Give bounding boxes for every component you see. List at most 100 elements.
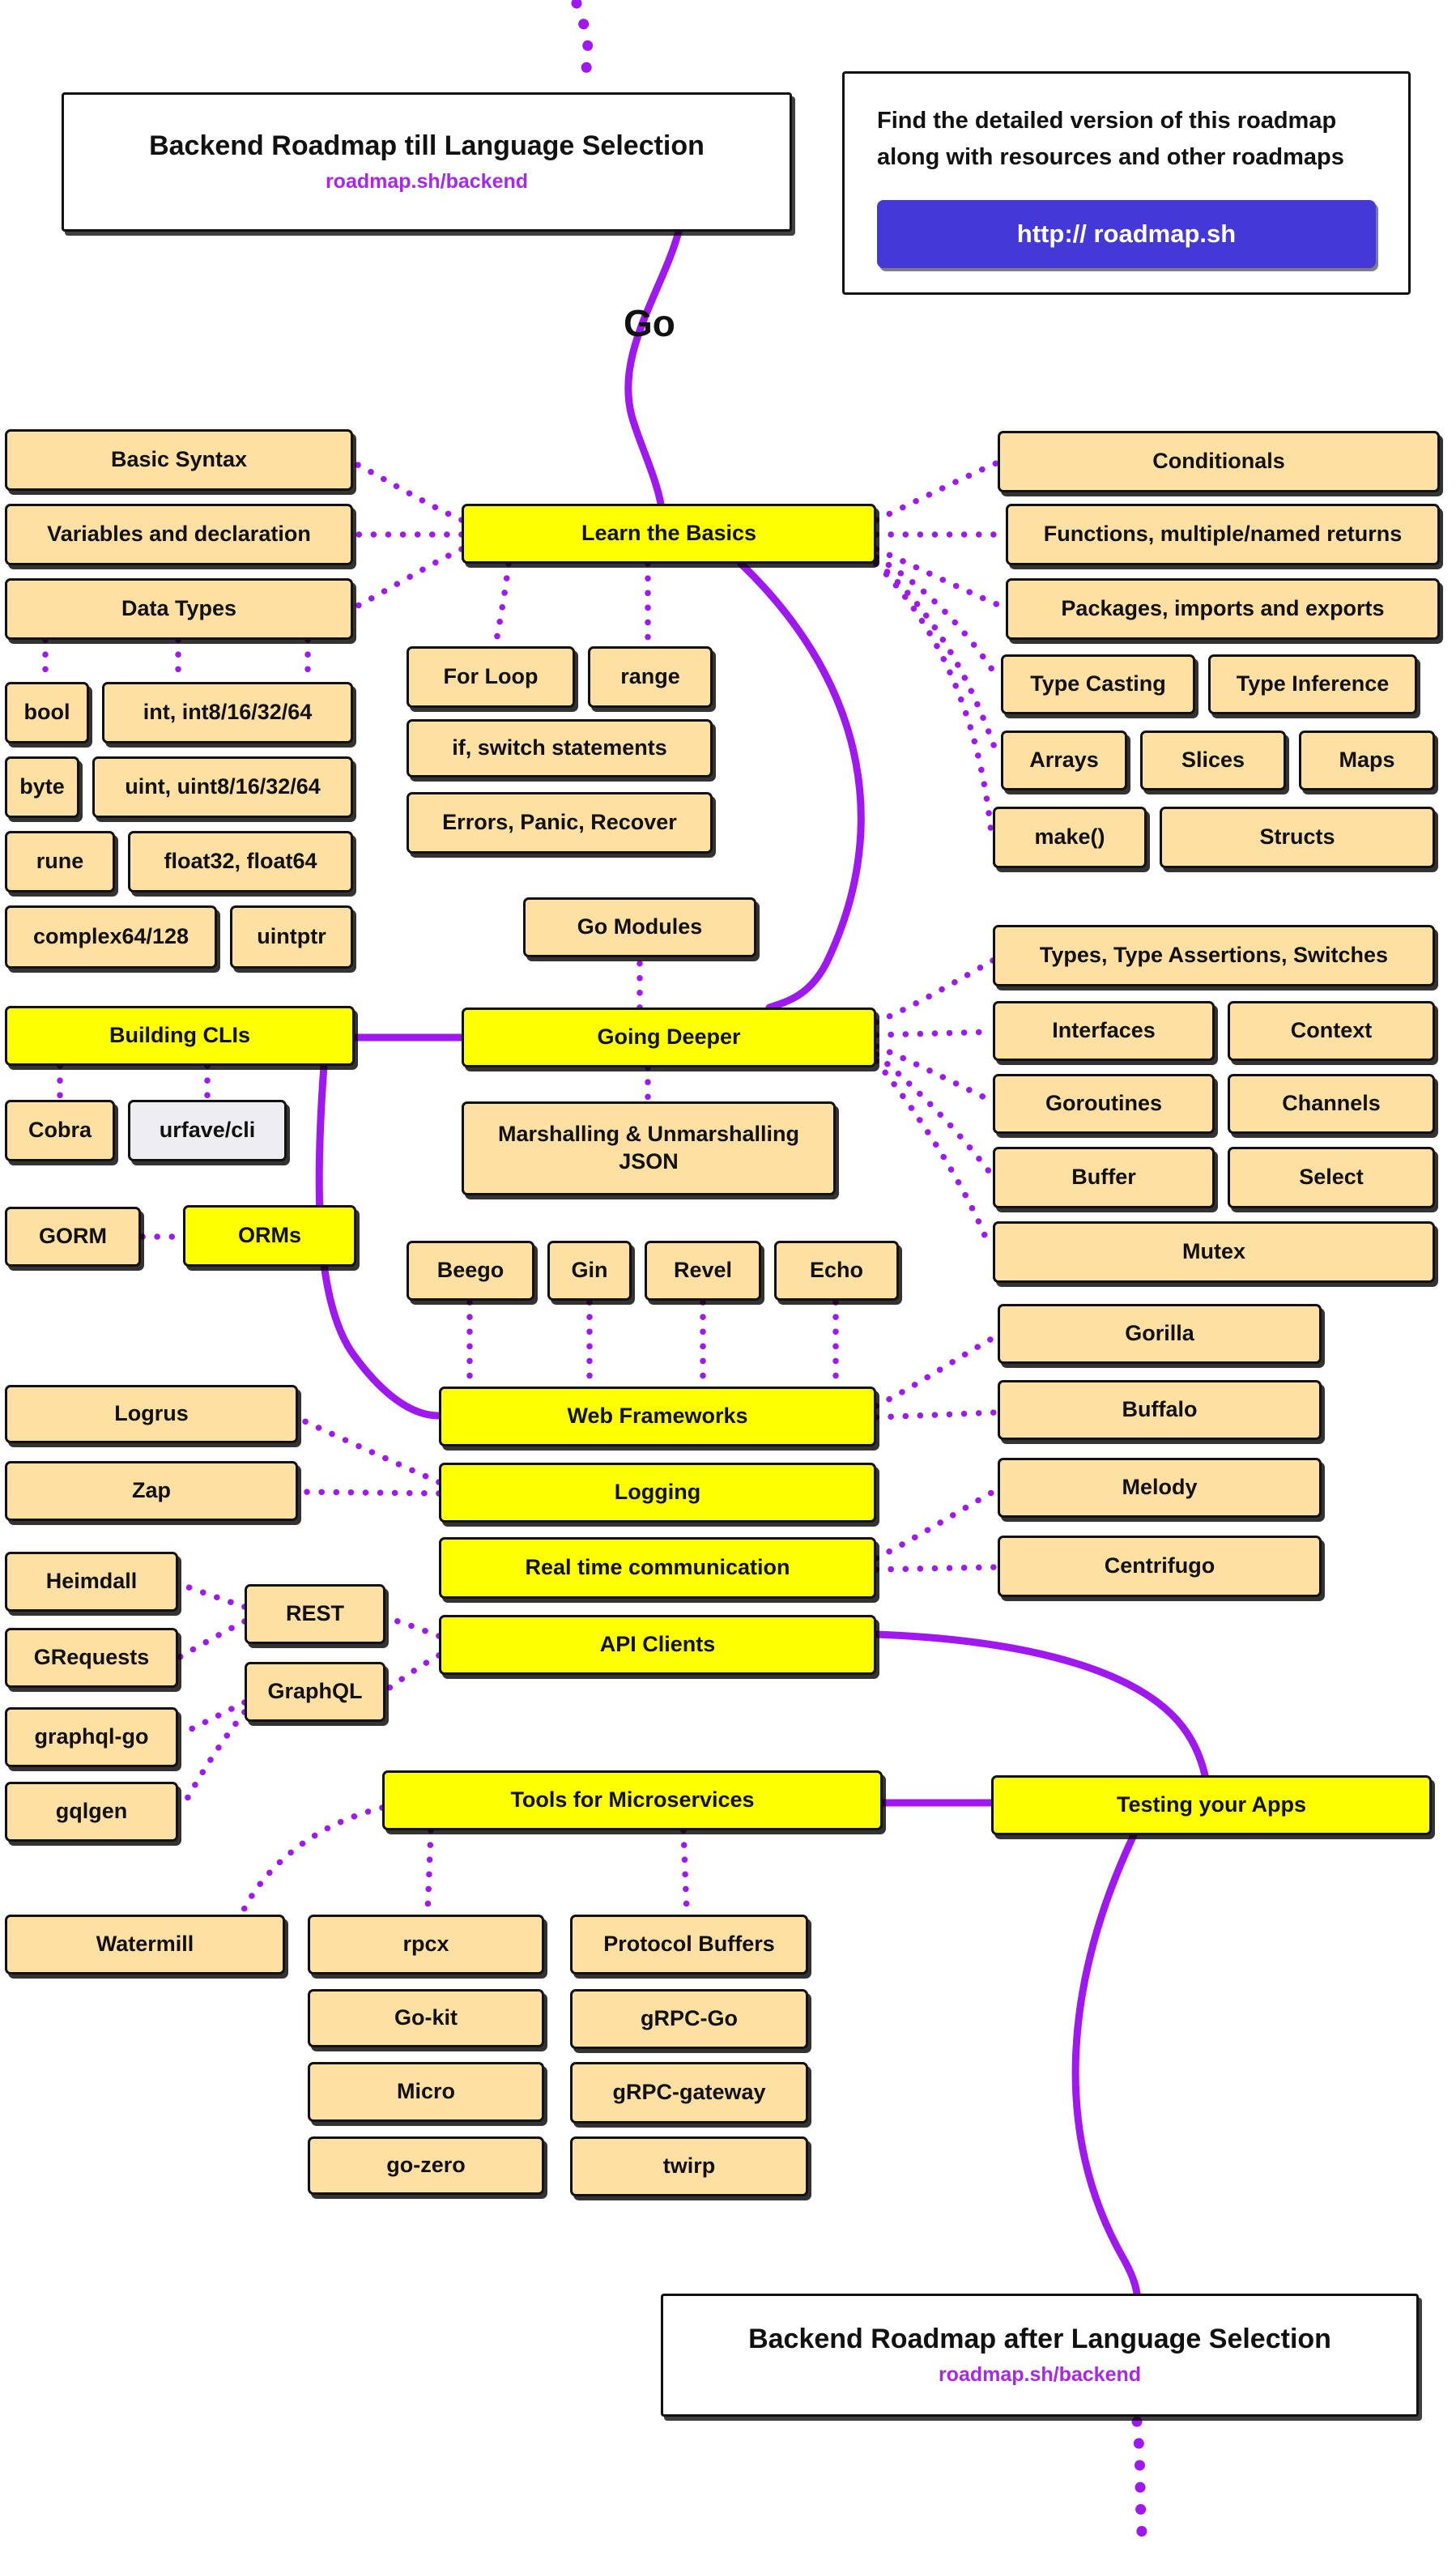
node-cobra[interactable]: Cobra [5,1100,115,1161]
connector-basics-conditionals [873,460,999,523]
node-gorm[interactable]: GORM [5,1207,141,1267]
node-for-loop[interactable]: For Loop [407,646,575,708]
node-bool[interactable]: bool [5,682,89,743]
connector-deeper-types-assertions [873,957,996,1025]
node-building-clis[interactable]: Building CLIs [5,1006,355,1066]
node-context[interactable]: Context [1228,1001,1435,1061]
node-types-assertions[interactable]: Types, Type Assertions, Switches [993,925,1435,986]
node-errors-panic[interactable]: Errors, Panic, Recover [407,792,713,854]
node-twirp[interactable]: twirp [570,2136,808,2196]
node-tools-microservices[interactable]: Tools for Microservices [382,1770,883,1830]
node-grpc-gateway[interactable]: gRPC-gateway [570,2062,808,2124]
connector-tools-watermill [240,1804,385,1915]
node-rune[interactable]: rune [5,831,115,892]
node-buffalo[interactable]: Buffalo [998,1380,1322,1440]
connector-graphql-graphqlgo [177,1699,248,1738]
node-revel[interactable]: Revel [645,1241,761,1301]
node-uintptr[interactable]: uintptr [230,905,353,969]
node-go-zero[interactable]: go-zero [308,2136,544,2195]
node-basic-syntax[interactable]: Basic Syntax [5,429,353,491]
node-goroutines[interactable]: Goroutines [993,1074,1215,1134]
connector-logging-logrus [296,1416,442,1485]
connector-api-graphql [384,1652,442,1693]
node-data-types[interactable]: Data Types [5,578,353,640]
connector-rest-heimdall [177,1581,248,1610]
connector-wf-gorilla [873,1333,999,1409]
node-logrus[interactable]: Logrus [5,1385,298,1443]
node-float-types[interactable]: float32, float64 [128,831,353,892]
node-graphql-go[interactable]: graphql-go [5,1707,178,1767]
node-conditionals[interactable]: Conditionals [998,431,1440,492]
node-beego[interactable]: Beego [407,1241,534,1301]
node-uint-types[interactable]: uint, uint8/16/32/64 [92,756,353,818]
node-channels[interactable]: Channels [1228,1074,1435,1134]
node-rpcx[interactable]: rpcx [308,1915,544,1975]
node-range[interactable]: range [588,646,713,708]
node-type-casting[interactable]: Type Casting [1001,654,1195,714]
node-urfave-cli[interactable]: urfave/cli [128,1100,287,1161]
connector-basics-data-types [351,546,465,611]
connector-basics-basic-syntax [351,460,465,523]
language-label: Go [624,302,675,344]
node-heimdall[interactable]: Heimdall [5,1552,178,1612]
connector-deeper-mutex [873,1058,993,1250]
node-mutex[interactable]: Mutex [993,1221,1435,1283]
node-going-deeper[interactable]: Going Deeper [462,1007,876,1067]
node-type-inference[interactable]: Type Inference [1208,654,1417,714]
node-if-switch[interactable]: if, switch statements [407,719,713,777]
connector-wf-buffalo [873,1409,999,1421]
node-go-modules[interactable]: Go Modules [523,897,756,957]
connector-rtc-melody [873,1487,999,1561]
node-int-types[interactable]: int, int8/16/32/64 [102,682,353,743]
spine-clis-to-frameworks [315,1062,443,1420]
node-complex[interactable]: complex64/128 [5,905,217,969]
node-packages[interactable]: Packages, imports and exports [1006,578,1440,640]
node-watermill[interactable]: Watermill [5,1915,285,1975]
node-micro[interactable]: Micro [308,2062,544,2122]
node-rest[interactable]: REST [245,1584,385,1644]
page-subtitle-link[interactable]: roadmap.sh/backend [325,170,529,193]
spine-api-to-testing [872,1630,1209,1779]
node-buffer[interactable]: Buffer [993,1147,1215,1208]
node-variables[interactable]: Variables and declaration [5,504,353,565]
node-make[interactable]: make() [993,807,1147,868]
node-go-kit[interactable]: Go-kit [308,1989,544,2047]
node-select[interactable]: Select [1228,1147,1435,1208]
node-slices[interactable]: Slices [1140,731,1286,790]
node-melody[interactable]: Melody [998,1458,1322,1518]
node-arrays[interactable]: Arrays [1001,731,1127,790]
node-functions-returns[interactable]: Functions, multiple/named returns [1006,504,1440,565]
node-gin[interactable]: Gin [547,1241,632,1301]
footer-title-box: Backend Roadmap after Language Selection… [661,2294,1419,2417]
node-centrifugo[interactable]: Centrifugo [998,1536,1322,1597]
node-echo[interactable]: Echo [774,1241,899,1301]
node-learn-the-basics[interactable]: Learn the Basics [462,504,876,564]
node-graphql[interactable]: GraphQL [245,1662,385,1722]
node-web-frameworks[interactable]: Web Frameworks [439,1387,876,1446]
roadmap-sh-button[interactable]: http:// roadmap.sh [877,200,1376,268]
node-protocol-buffers[interactable]: Protocol Buffers [570,1915,808,1975]
node-grpc-go[interactable]: gRPC-Go [570,1989,808,2049]
node-grequests[interactable]: GRequests [5,1628,178,1688]
node-testing-apps[interactable]: Testing your Apps [991,1775,1432,1835]
node-api-clients[interactable]: API Clients [439,1615,876,1675]
node-maps[interactable]: Maps [1299,731,1435,790]
node-structs[interactable]: Structs [1160,807,1435,868]
node-byte[interactable]: byte [5,756,79,818]
node-marshalling-json[interactable]: Marshalling & Unmarshalling JSON [462,1101,836,1195]
node-gqlgen[interactable]: gqlgen [5,1782,178,1842]
node-logging[interactable]: Logging [439,1463,876,1523]
node-orms[interactable]: ORMs [183,1205,356,1267]
connector-tools-protobuf [680,1827,690,1916]
node-zap[interactable]: Zap [5,1461,298,1521]
footer-subtitle-link[interactable]: roadmap.sh/backend [938,2363,1142,2386]
header-title-box: Backend Roadmap till Language Selection … [62,92,792,232]
node-gorilla[interactable]: Gorilla [998,1304,1322,1364]
node-interfaces[interactable]: Interfaces [993,1001,1215,1061]
dotted-top-entry [571,0,594,74]
dotted-bottom-exit [1131,2416,1149,2555]
connector-rtc-centrifugo [873,1564,999,1573]
node-realtime[interactable]: Real time communication [439,1537,876,1599]
connector-graphql-gqlgen [178,1709,248,1813]
